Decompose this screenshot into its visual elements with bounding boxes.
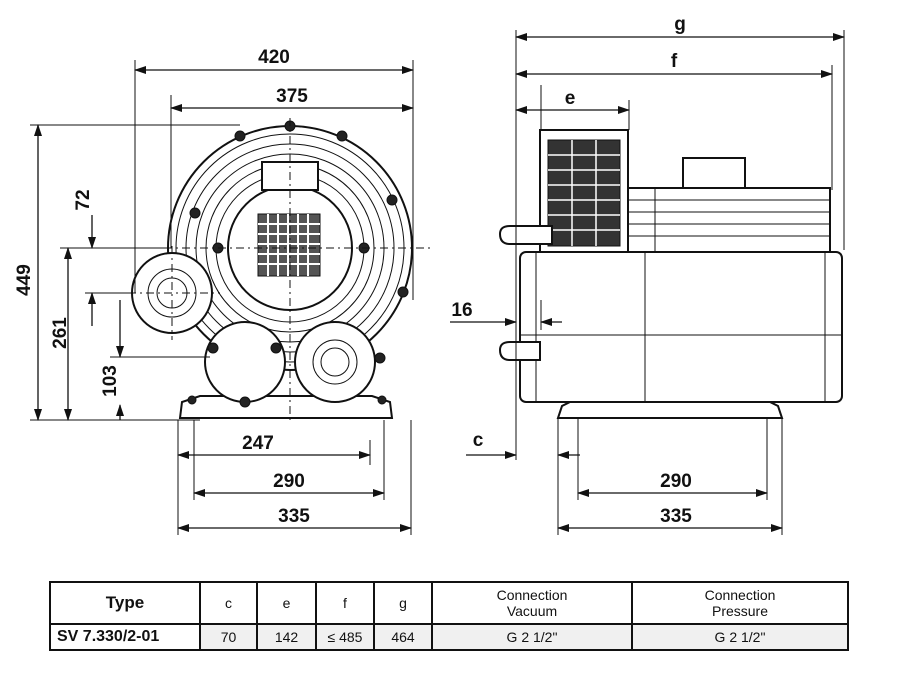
dim-335-front: 335 bbox=[278, 506, 310, 527]
table-header-row: Type c e f g Connection Vacuum Connectio… bbox=[49, 581, 849, 625]
cell-e: 142 bbox=[256, 623, 317, 651]
cell-c: 70 bbox=[199, 623, 258, 651]
dim-e: e bbox=[565, 88, 576, 109]
front-base bbox=[178, 395, 394, 419]
silencer-left bbox=[204, 321, 286, 403]
cell-vacuum: G 2 1/2" bbox=[431, 623, 633, 651]
side-extension-lines bbox=[515, 30, 845, 535]
dim-290-front: 290 bbox=[273, 471, 305, 492]
dim-449: 449 bbox=[14, 264, 35, 296]
fan-grille-mesh bbox=[258, 214, 320, 276]
spec-table: Type c e f g Connection Vacuum Connectio… bbox=[49, 581, 849, 651]
front-dimensions: 420 375 449 72 261 103 247 290 335 bbox=[14, 47, 414, 532]
header-connection-pressure: Connection Pressure bbox=[631, 581, 849, 625]
dim-16: 16 bbox=[451, 300, 472, 321]
dim-247: 247 bbox=[242, 433, 274, 454]
side-nozzles bbox=[498, 225, 553, 361]
dim-261: 261 bbox=[50, 317, 71, 349]
dim-335-side: 335 bbox=[660, 506, 692, 527]
header-e: e bbox=[256, 581, 317, 625]
cell-pressure: G 2 1/2" bbox=[631, 623, 849, 651]
header-vacuum-line2: Vacuum bbox=[506, 603, 558, 619]
dim-290-side: 290 bbox=[660, 471, 692, 492]
header-pressure-line2: Pressure bbox=[711, 603, 769, 619]
header-c: c bbox=[199, 581, 258, 625]
silencer-right bbox=[294, 321, 376, 403]
motor-fins bbox=[625, 188, 830, 252]
header-type: Type bbox=[49, 581, 201, 625]
side-view: g f e 16 c 290 335 bbox=[450, 14, 845, 535]
dim-c: c bbox=[473, 430, 484, 451]
motor-body bbox=[624, 187, 831, 253]
side-housing bbox=[519, 251, 843, 403]
side-dimensions: g f e 16 c 290 335 bbox=[450, 14, 845, 532]
header-vacuum-line1: Connection bbox=[496, 587, 568, 603]
table-row: SV 7.330/2-01 70 142 ≤ 485 464 G 2 1/2" … bbox=[49, 623, 849, 651]
dim-f: f bbox=[671, 51, 678, 72]
fan-cover-grille bbox=[547, 139, 621, 247]
dim-72: 72 bbox=[73, 189, 94, 210]
header-g: g bbox=[373, 581, 433, 625]
cell-type: SV 7.330/2-01 bbox=[49, 623, 201, 651]
dim-375: 375 bbox=[276, 86, 308, 107]
dim-g: g bbox=[674, 14, 686, 35]
technical-drawing: 420 375 449 72 261 103 247 290 335 bbox=[14, 14, 845, 535]
header-connection-vacuum: Connection Vacuum bbox=[431, 581, 633, 625]
front-view: 420 375 449 72 261 103 247 290 335 bbox=[14, 47, 430, 535]
header-pressure-line1: Connection bbox=[704, 587, 776, 603]
cell-f: ≤ 485 bbox=[315, 623, 375, 651]
front-extension-lines bbox=[30, 60, 414, 535]
dim-103: 103 bbox=[100, 365, 121, 397]
header-f: f bbox=[315, 581, 375, 625]
side-terminal-box bbox=[682, 157, 746, 189]
dim-420: 420 bbox=[258, 47, 290, 68]
cell-g: 464 bbox=[373, 623, 433, 651]
